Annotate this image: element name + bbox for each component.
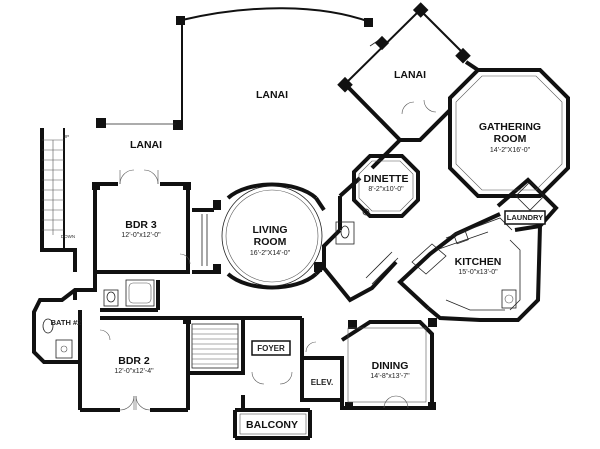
dinette-inner	[358, 160, 414, 212]
balcony-inner	[239, 413, 307, 435]
bdr3-label: BDR 3	[125, 219, 157, 231]
stair-treads-center	[191, 323, 239, 369]
foyer-label-box	[251, 340, 291, 356]
lanai-upper-label: LANAI	[394, 69, 426, 81]
exterior-walls	[32, 60, 570, 440]
dining-dims: 14'-8"x13'-7"	[370, 373, 410, 380]
kitchen-dims: 15'-0"x13'-0"	[458, 269, 498, 276]
bdr3-dims: 12'-0"x12'-0"	[121, 232, 161, 239]
living-room-label-2: ROOM	[254, 236, 287, 248]
dining-inner	[347, 327, 427, 403]
lanai-left-label: LANAI	[130, 139, 162, 151]
gathering-room-inner	[455, 75, 563, 191]
laundry-label: LAUNDRY	[507, 213, 543, 222]
balcony-label: BALCONY	[246, 419, 298, 431]
living-room-rotunda	[221, 185, 323, 287]
dinette-dims: 8'-2"x10'-0"	[368, 186, 404, 193]
elev-label: ELEV.	[311, 378, 333, 387]
living-room-dims: 16'-2"X14'-0"	[250, 250, 291, 257]
bdr2-label: BDR 2	[118, 355, 150, 367]
bath2-label: BATH #2	[51, 318, 82, 327]
gathering-room-label-2: ROOM	[494, 133, 527, 145]
dinette-label: DINETTE	[364, 173, 409, 185]
kitchen-fixtures	[365, 181, 545, 311]
gathering-room-label: GATHERING	[479, 121, 541, 133]
lanai-main-label: LANAI	[256, 89, 288, 101]
bdr2-dims: 12'-0"x12'-4"	[114, 368, 154, 375]
door-swings	[99, 99, 437, 411]
dining-label: DINING	[372, 360, 409, 372]
stair-treads-left	[42, 139, 64, 235]
laundry-label-box	[504, 210, 546, 225]
lanai-main-area	[96, 7, 373, 130]
stair-down-label: DOWN	[61, 234, 75, 239]
gathering-room-dims: 14'-2"X16'-0"	[490, 147, 531, 154]
stair-up-label: UP	[63, 134, 69, 139]
foyer-label: FOYER	[257, 344, 285, 353]
kitchen-label: KITCHEN	[455, 256, 502, 268]
living-room-label: LIVING	[252, 224, 287, 236]
bath-fixtures	[42, 208, 370, 359]
